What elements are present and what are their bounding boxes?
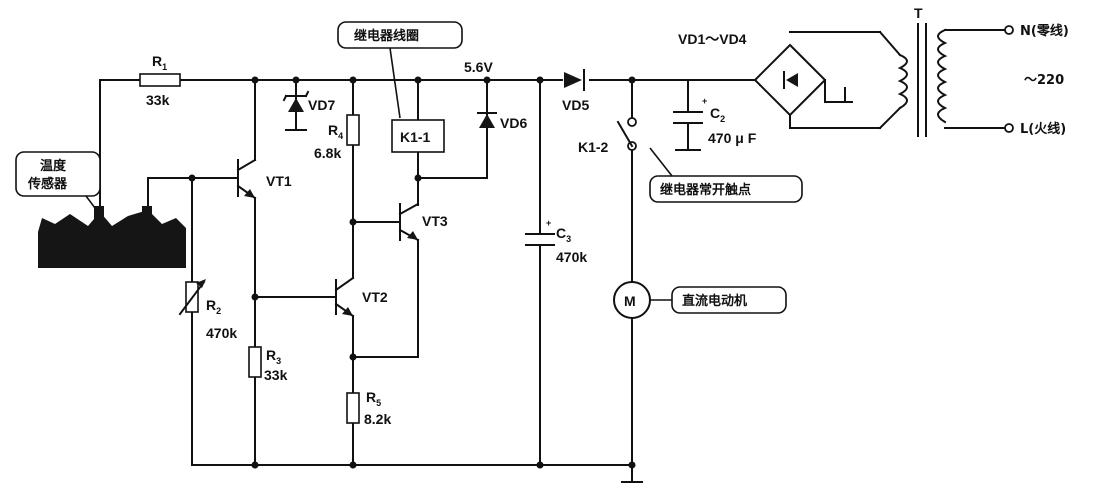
dc-motor-callout [650, 286, 787, 314]
l-line-label: L(火线) [1020, 121, 1066, 137]
vt1-label: VT1 [266, 173, 292, 189]
relay-contact-callout [649, 147, 803, 203]
r4-label: R [328, 122, 338, 138]
svg-text:C3: C3 [556, 225, 571, 244]
relay-coil-callout-text: 继电器线圈 [354, 28, 419, 44]
c3-plus: + [546, 218, 551, 228]
sensor-callout-line2: 传感器 [27, 176, 68, 192]
vt2-transistor [334, 276, 355, 318]
vt3-label: VT3 [422, 213, 448, 229]
vd6-label: VD6 [500, 115, 527, 131]
r3-value: 33k [264, 367, 288, 383]
c2-plus: + [702, 96, 707, 106]
svg-text:R4: R4 [328, 122, 343, 141]
svg-text:C2: C2 [710, 105, 725, 124]
r3-resistor [248, 346, 262, 378]
n-line-label: N(零线) [1020, 23, 1069, 39]
r1-resistor [139, 73, 181, 87]
svg-text:R2: R2 [206, 297, 221, 316]
r2-label: R [206, 297, 216, 313]
k1-2-label: K1-2 [578, 139, 609, 155]
c2-value: 470 μ F [708, 130, 757, 146]
vd7-label: VD7 [308, 97, 335, 113]
transformer-t [897, 23, 948, 137]
terminal-l [1004, 123, 1014, 133]
r5-label: R [366, 389, 376, 405]
r1-label: R [152, 53, 162, 69]
r2-subscript: 2 [216, 306, 221, 316]
r3-label: R [266, 347, 276, 363]
r1-value: 33k [146, 92, 170, 108]
vt2-label: VT2 [362, 289, 388, 305]
k1-1-relay-coil [391, 119, 445, 153]
r3-subscript: 3 [276, 356, 281, 366]
c2-subscript: 2 [720, 114, 725, 124]
ac-voltage-label: ～220 [1024, 73, 1064, 88]
voltage-label: 5.6V [464, 59, 493, 75]
c2-capacitor [673, 111, 703, 151]
c3-value: 470k [556, 249, 587, 265]
circuit-wiring [99, 29, 1006, 483]
r5-value: 8.2k [364, 411, 391, 427]
r5-resistor [346, 392, 360, 424]
vd5-label: VD5 [562, 97, 589, 113]
c3-subscript: 3 [566, 234, 571, 244]
relay-coil-callout [337, 21, 463, 119]
r4-value: 6.8k [314, 145, 341, 161]
r2-value: 470k [206, 325, 237, 341]
relay-contact-callout-text: 继电器常开触点 [660, 182, 751, 198]
bridge-ground-symbol [837, 87, 853, 103]
r1-subscript: 1 [162, 62, 167, 72]
dc-motor-callout-text: 直流电动机 [682, 293, 747, 309]
k1-2-relay-contact [616, 117, 637, 151]
svg-text:R1: R1 [152, 53, 167, 72]
c2-label: C [710, 105, 720, 121]
vt3-transistor [398, 202, 420, 242]
r5-subscript: 5 [376, 398, 381, 408]
transformer-label: T [914, 5, 923, 21]
k1-1-label: K1-1 [400, 129, 431, 145]
vd6-diode [477, 112, 497, 128]
sensor-callout-line1: 温度 [40, 158, 67, 174]
vt1-transistor [236, 158, 257, 200]
c3-capacitor [525, 233, 555, 257]
temperature-sensor [38, 206, 186, 268]
bridge-rectifier [753, 43, 853, 117]
vd7-zener-diode [282, 90, 310, 131]
terminal-n [1004, 25, 1014, 35]
r2-variable-resistor [178, 279, 206, 316]
junction-dots [188, 76, 636, 469]
motor-label: M [624, 293, 636, 309]
svg-text:R3: R3 [266, 347, 281, 366]
svg-text:R5: R5 [366, 389, 381, 408]
vd5-diode [564, 69, 585, 91]
r4-subscript: 4 [338, 131, 343, 141]
sensor-callout [15, 151, 101, 213]
r4-resistor [346, 114, 360, 146]
bridge-label: VD1～VD4 [678, 31, 747, 47]
c3-label: C [556, 225, 566, 241]
